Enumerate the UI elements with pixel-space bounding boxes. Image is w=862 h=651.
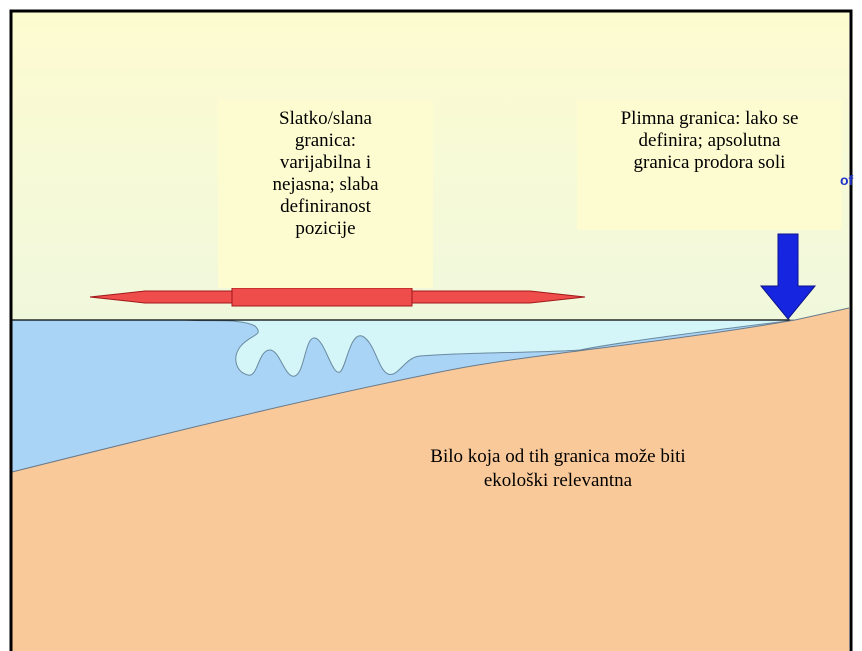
tidal-line: granica prodora soli xyxy=(577,152,842,174)
relevance-note: Bilo koja od tih granica može biti ekolo… xyxy=(372,445,744,493)
tidal-boundary-label: Plimna granica: lako se definira; apsolu… xyxy=(577,100,842,230)
tidal-line: definira; apsolutna xyxy=(577,130,842,152)
freshsalt-boundary-label: Slatko/slana granica: varijabilna i neja… xyxy=(218,100,433,288)
freshsalt-line: nejasna; slaba xyxy=(218,174,433,196)
freshsalt-line: pozicije xyxy=(218,218,433,240)
freshsalt-line: varijabilna i xyxy=(218,152,433,174)
tidal-line: Plimna granica: lako se xyxy=(577,108,842,130)
note-line: Bilo koja od tih granica može biti xyxy=(372,445,744,469)
freshsalt-line: definiranost xyxy=(218,196,433,218)
partial-label: of xyxy=(840,172,853,188)
freshsalt-line: Slatko/slana xyxy=(218,108,433,130)
freshsalt-line: granica: xyxy=(218,130,433,152)
note-line: ekološki relevantna xyxy=(372,469,744,493)
freshsalt-double-arrow xyxy=(90,288,585,306)
